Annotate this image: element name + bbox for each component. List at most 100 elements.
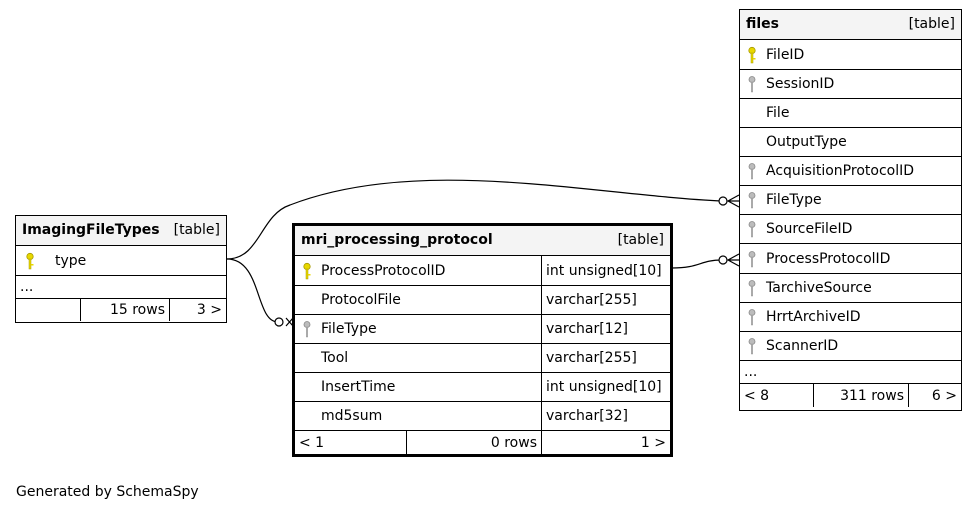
footer-parents-cell[interactable]: < 8: [740, 384, 813, 407]
column-row-protocolfile[interactable]: ProtocolFile varchar[255]: [295, 285, 670, 314]
column-name: HrrtArchiveID: [766, 309, 861, 325]
foreign-key-icon: [747, 191, 757, 209]
footer-children-cell[interactable]: 3 >: [169, 299, 226, 321]
table-name: mri_processing_protocol: [301, 232, 493, 248]
foreign-key-icon: [302, 320, 312, 338]
crowsfoot-many-mark: [285, 317, 294, 327]
column-name: ScannerID: [766, 338, 839, 354]
column-row-acquisitionprotocolid[interactable]: AcquisitionProtocolID: [740, 156, 961, 185]
table-footer: < 8 311 rows 6 >: [740, 383, 961, 407]
files-table[interactable]: files [table] FileID SessionID File Outp…: [739, 9, 962, 411]
column-row-file[interactable]: File: [740, 98, 961, 127]
table-footer: 15 rows 3 >: [16, 298, 226, 321]
column-type: varchar[32]: [541, 402, 670, 430]
crowsfoot-zero-circle: [718, 196, 728, 206]
column-name: FileType: [766, 192, 822, 208]
column-row-type[interactable]: type: [16, 245, 226, 275]
table-header[interactable]: files [table]: [740, 10, 961, 39]
column-row-tool[interactable]: Tool varchar[255]: [295, 343, 670, 372]
column-row-processprotocolid[interactable]: ProcessProtocolID int unsigned[10]: [295, 255, 670, 285]
column-row-outputtype[interactable]: OutputType: [740, 127, 961, 156]
column-row-sourcefileid[interactable]: SourceFileID: [740, 214, 961, 243]
relation-imagingfiletypes-files: [226, 179, 723, 260]
column-name: ProcessProtocolID: [321, 262, 446, 279]
children-count-label: 6 >: [931, 387, 957, 404]
column-type: int unsigned[10]: [541, 256, 670, 285]
crowsfoot-many-mark: [726, 253, 740, 267]
column-type: varchar[255]: [541, 286, 670, 314]
generated-by-note: Generated by SchemaSpy: [16, 484, 199, 500]
primary-key-icon: [747, 46, 757, 64]
row-count-label: 15 rows: [109, 302, 165, 318]
table-name: ImagingFileTypes: [22, 222, 160, 238]
table-header[interactable]: mri_processing_protocol [table]: [295, 226, 670, 255]
row-count-label: 0 rows: [490, 434, 537, 451]
primary-key-icon: [25, 252, 35, 270]
foreign-key-icon: [747, 337, 757, 355]
column-row-md5sum[interactable]: md5sum varchar[32]: [295, 401, 670, 430]
footer-parents-cell[interactable]: < 1: [295, 431, 406, 454]
column-row-hrrtarchiveid[interactable]: HrrtArchiveID: [740, 302, 961, 331]
column-row-sessionid[interactable]: SessionID: [740, 69, 961, 98]
table-header[interactable]: ImagingFileTypes [table]: [16, 216, 226, 245]
row-count-label: 311 rows: [840, 387, 904, 404]
table-kind-label: [table]: [908, 16, 955, 32]
column-name: md5sum: [321, 408, 383, 424]
column-row-scannerid[interactable]: ScannerID: [740, 331, 961, 360]
column-name: TarchiveSource: [766, 280, 872, 296]
more-columns-row: ...: [16, 275, 226, 298]
table-kind-label: [table]: [617, 232, 664, 248]
column-name: ProtocolFile: [321, 292, 401, 308]
column-name: SourceFileID: [766, 221, 853, 237]
crowsfoot-zero-circle: [718, 255, 728, 265]
imagingfiletypes-table[interactable]: ImagingFileTypes [table] type ... 15 row…: [15, 215, 227, 323]
relation-imagingfiletypes-mri: [226, 258, 279, 323]
column-name: File: [766, 105, 790, 121]
column-name: FileType: [321, 321, 377, 337]
table-kind-label: [table]: [173, 222, 220, 238]
column-row-fileid[interactable]: FileID: [740, 39, 961, 69]
parents-count-label: < 8: [744, 387, 770, 404]
footer-rows-cell: 0 rows: [406, 431, 541, 454]
more-columns-ellipsis: ...: [744, 364, 758, 380]
footer-children-cell[interactable]: 1 >: [541, 431, 670, 454]
children-count-label: 3 >: [196, 302, 222, 318]
column-name: SessionID: [766, 76, 835, 92]
table-footer: < 1 0 rows 1 >: [295, 430, 670, 454]
table-name: files: [746, 16, 780, 32]
crowsfoot-zero-circle: [274, 317, 284, 327]
mri-processing-protocol-table[interactable]: mri_processing_protocol [table] ProcessP…: [292, 223, 673, 457]
column-row-processprotocolid[interactable]: ProcessProtocolID: [740, 243, 961, 273]
column-row-inserttime[interactable]: InsertTime int unsigned[10]: [295, 372, 670, 401]
column-name: ProcessProtocolID: [766, 250, 891, 267]
footer-rows-cell: 311 rows: [813, 384, 908, 407]
foreign-key-icon: [747, 220, 757, 238]
foreign-key-icon: [747, 308, 757, 326]
foreign-key-icon: [747, 279, 757, 297]
more-columns-row: ...: [740, 360, 961, 383]
column-row-filetype[interactable]: FileType varchar[12]: [295, 314, 670, 343]
column-name: OutputType: [766, 134, 847, 150]
column-type: varchar[255]: [541, 344, 670, 372]
column-type: int unsigned[10]: [541, 373, 670, 401]
footer-children-cell[interactable]: 6 >: [908, 384, 961, 407]
primary-key-icon: [302, 262, 312, 280]
foreign-key-icon: [747, 75, 757, 93]
children-count-label: 1 >: [640, 434, 666, 451]
foreign-key-icon: [747, 250, 757, 268]
column-type: varchar[12]: [541, 315, 670, 343]
column-row-filetype[interactable]: FileType: [740, 185, 961, 214]
relation-mri-files: [671, 259, 723, 269]
footer-rows-cell: 15 rows: [80, 299, 169, 321]
column-name: InsertTime: [321, 379, 396, 395]
parents-count-label: < 1: [299, 434, 325, 451]
crowsfoot-many-mark: [726, 194, 740, 208]
column-row-tarchivesource[interactable]: TarchiveSource: [740, 273, 961, 302]
column-name: type: [55, 252, 87, 269]
foreign-key-icon: [747, 162, 757, 180]
column-name: FileID: [766, 46, 805, 63]
column-name: AcquisitionProtocolID: [766, 163, 915, 179]
column-name: Tool: [321, 350, 349, 366]
more-columns-ellipsis: ...: [20, 279, 34, 295]
